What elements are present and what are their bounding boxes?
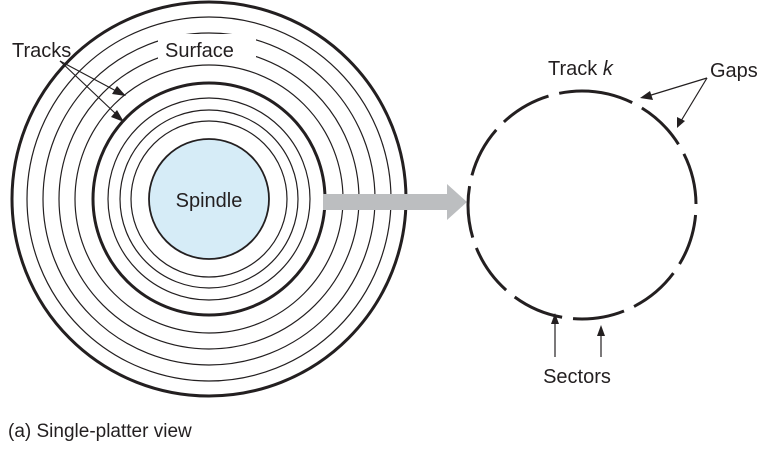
sectors-pointers xyxy=(551,313,605,357)
tracks-pointer-line xyxy=(59,60,118,116)
figure-caption: (a) Single-platter view xyxy=(8,421,192,442)
sectors-pointer-arrowhead xyxy=(597,325,605,336)
gaps-pointers xyxy=(640,77,708,128)
spindle-label: Spindle xyxy=(176,190,243,212)
sectors-label: Sectors xyxy=(543,366,611,388)
gaps-label: Gaps xyxy=(710,60,758,82)
tracks-pointer-line xyxy=(59,60,119,93)
track-ring xyxy=(119,109,299,289)
spindle xyxy=(148,138,270,260)
gaps-pointer-arrowhead xyxy=(677,117,685,128)
zoom-arrow-shape xyxy=(323,184,467,220)
sectors-pointer-arrowhead xyxy=(551,313,559,324)
gaps-pointer-line xyxy=(680,77,708,122)
tracks-pointer-arrowhead xyxy=(111,110,124,122)
gaps-pointer-arrowhead xyxy=(640,91,653,100)
tracks-pointers xyxy=(59,60,126,122)
zoom-arrow xyxy=(323,184,467,220)
track-ring xyxy=(130,120,288,278)
platter xyxy=(10,0,408,398)
track-k-label: Track k xyxy=(548,58,614,80)
gaps-pointer-line xyxy=(647,77,708,97)
track-k-detail xyxy=(466,89,698,321)
surface-label-backing xyxy=(158,34,256,64)
track-k-dashed-circle xyxy=(466,89,698,321)
track-k-variable: k xyxy=(603,58,614,80)
tracks-pointer-arrowhead xyxy=(112,86,126,96)
track-ring xyxy=(107,97,311,301)
surface-label: Surface xyxy=(165,40,234,62)
track-k-prefix: Track xyxy=(548,58,603,80)
tracks-label: Tracks xyxy=(12,40,71,62)
